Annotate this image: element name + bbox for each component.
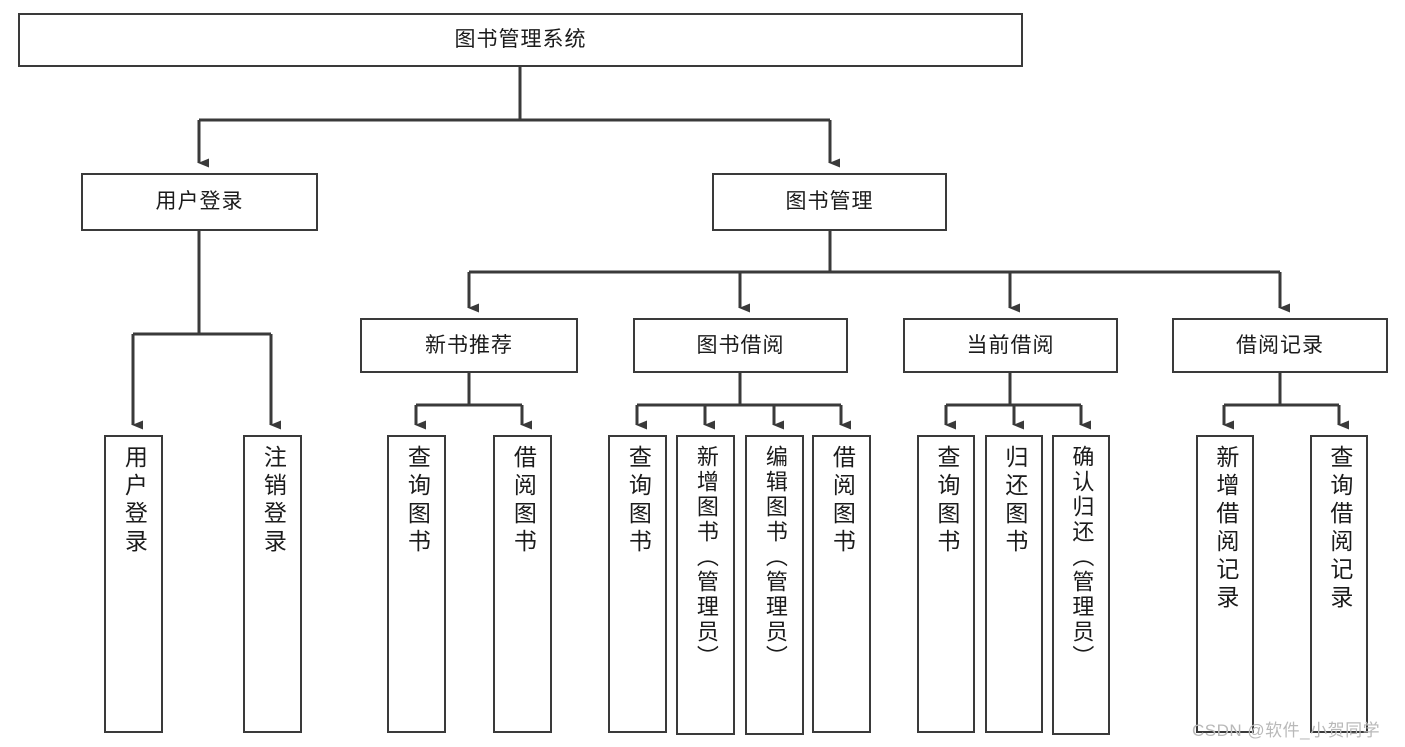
node-label: 确认归还（管理员）: [1069, 445, 1095, 670]
node-borrow-record[interactable]: 借阅记录: [1172, 318, 1388, 373]
node-label: 图书管理: [785, 190, 874, 214]
node-leaf-return-book[interactable]: 归还图书: [985, 435, 1043, 733]
node-leaf-add-borrow-record[interactable]: 新增借阅记录: [1196, 435, 1254, 733]
node-leaf-query-book-recommend[interactable]: 查询图书: [387, 435, 446, 733]
csdn-watermark: CSDN @软件_小贺同学: [1192, 721, 1381, 740]
node-current-borrow[interactable]: 当前借阅: [903, 318, 1118, 373]
node-label: 编辑图书（管理员）: [762, 445, 788, 670]
node-new-book-recommend[interactable]: 新书推荐: [360, 318, 578, 373]
node-label: 借阅图书: [829, 445, 856, 557]
node-leaf-borrow-book-recommend[interactable]: 借阅图书: [493, 435, 552, 733]
node-leaf-logout[interactable]: 注销登录: [243, 435, 302, 733]
node-leaf-borrow-book[interactable]: 借阅图书: [812, 435, 871, 733]
node-label: 查询借阅记录: [1326, 445, 1353, 613]
node-leaf-query-book-current[interactable]: 查询图书: [917, 435, 975, 733]
node-label: 借阅图书: [510, 445, 537, 557]
node-book-borrow[interactable]: 图书借阅: [633, 318, 848, 373]
node-label: 图书借阅: [696, 333, 785, 357]
node-label: 查询图书: [404, 445, 431, 557]
node-label: 查询图书: [933, 445, 960, 557]
node-leaf-user-login[interactable]: 用户登录: [104, 435, 163, 733]
node-label: 用户登录: [121, 445, 148, 557]
node-leaf-query-borrow-record[interactable]: 查询借阅记录: [1310, 435, 1368, 733]
node-label: 查询图书: [625, 445, 652, 557]
node-label: 注销登录: [260, 445, 287, 557]
node-book-management[interactable]: 图书管理: [712, 173, 947, 231]
node-leaf-edit-book-admin[interactable]: 编辑图书（管理员）: [745, 435, 804, 735]
node-leaf-query-book-borrow[interactable]: 查询图书: [608, 435, 667, 733]
node-leaf-confirm-return-admin[interactable]: 确认归还（管理员）: [1052, 435, 1110, 735]
node-label: 新书推荐: [425, 333, 513, 357]
node-label: 借阅记录: [1236, 333, 1324, 357]
node-leaf-add-book-admin[interactable]: 新增图书（管理员）: [676, 435, 735, 735]
node-label: 归还图书: [1001, 445, 1028, 557]
node-label: 用户登录: [155, 190, 244, 214]
node-user-login[interactable]: 用户登录: [81, 173, 318, 231]
node-label: 图书管理系统: [454, 28, 587, 52]
node-label: 新增借阅记录: [1212, 445, 1239, 613]
node-root-system[interactable]: 图书管理系统: [18, 13, 1023, 67]
node-label: 新增图书（管理员）: [693, 445, 719, 670]
node-label: 当前借阅: [966, 333, 1055, 357]
